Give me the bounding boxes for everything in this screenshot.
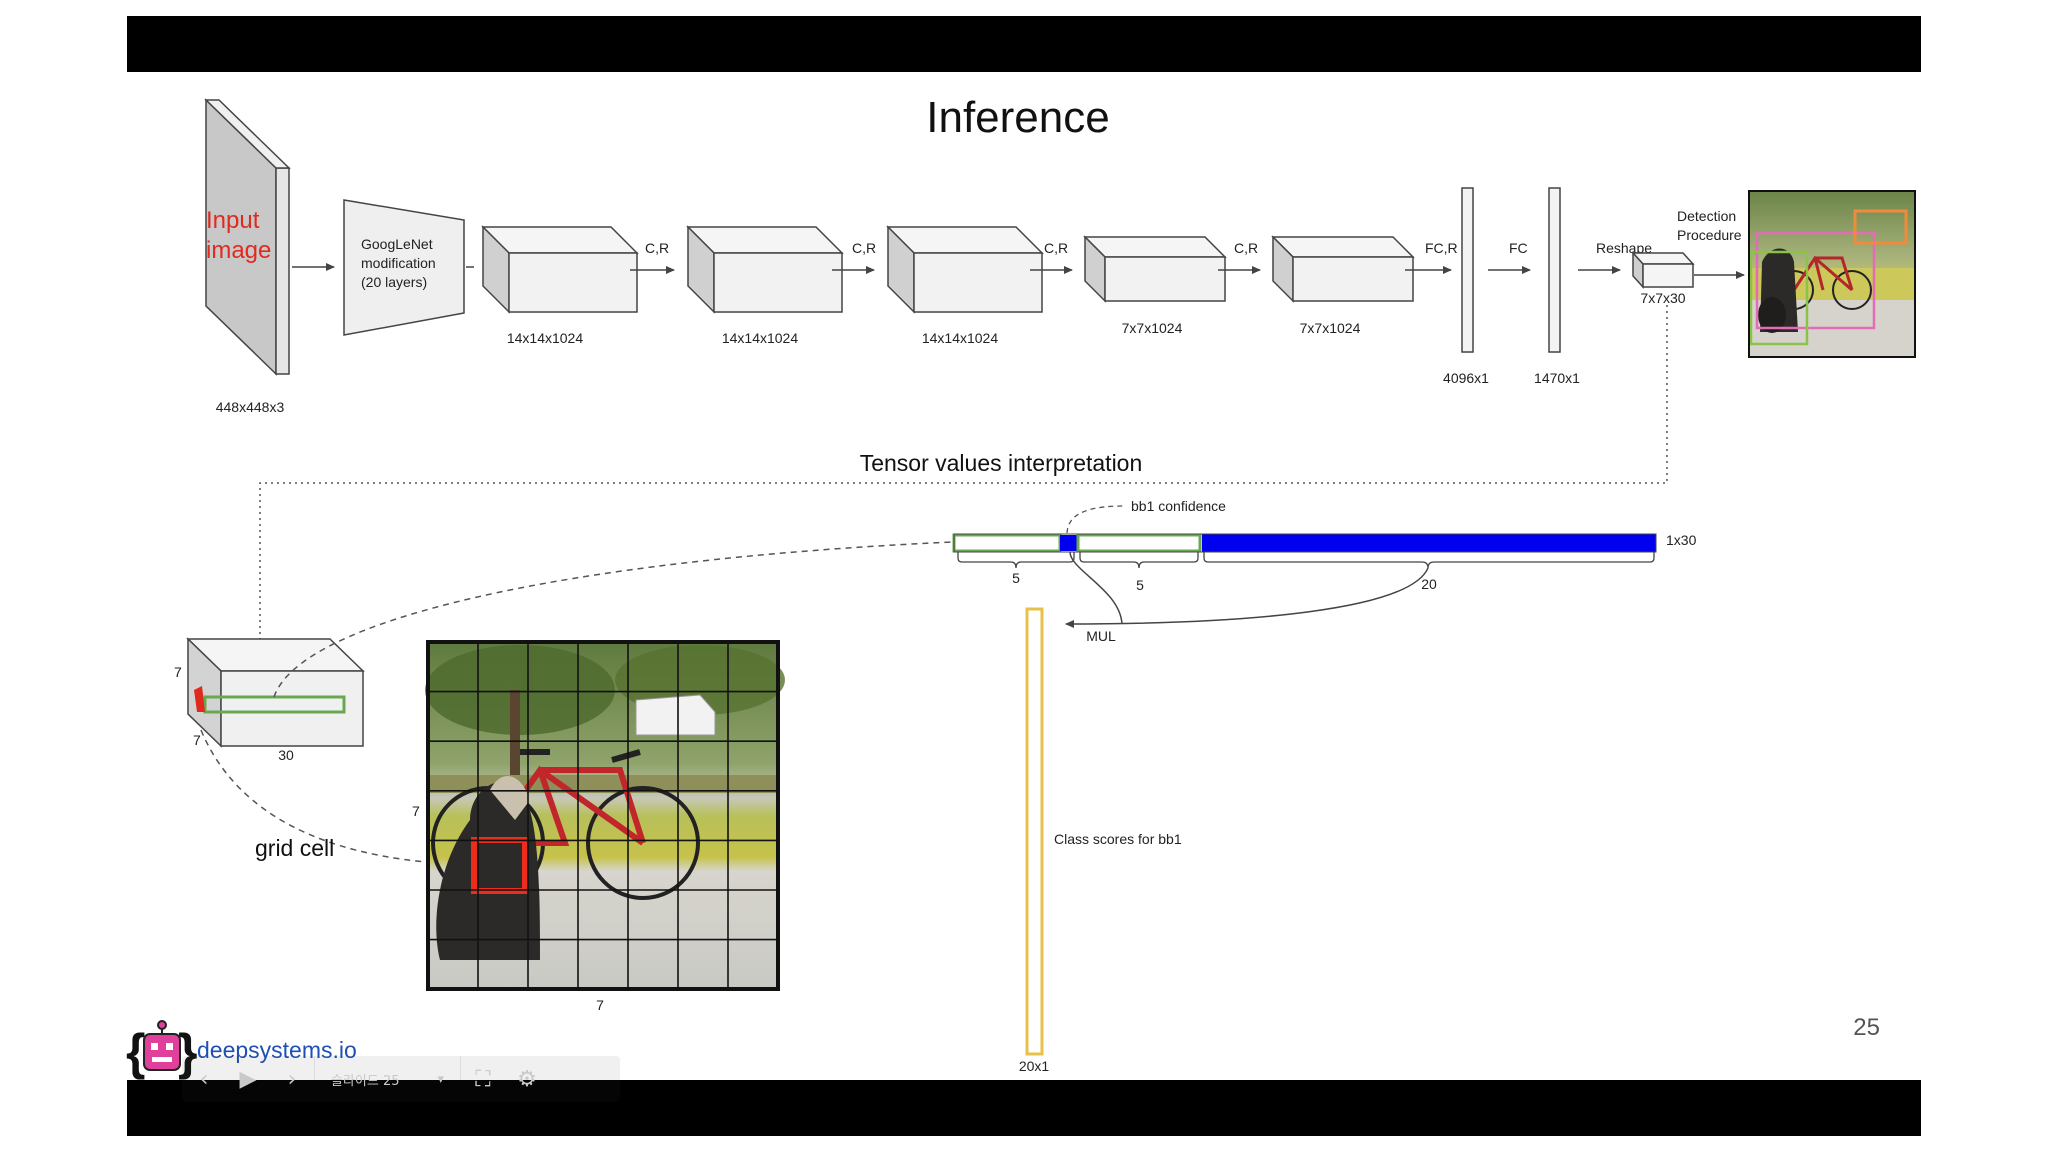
grid-label-7-left: 7 (412, 803, 420, 819)
class-scores-bar (1025, 607, 1044, 1056)
arrow-label: Reshape (1596, 240, 1652, 256)
gear-icon[interactable]: ⚙ (517, 1066, 537, 1092)
googlenet-line3: (20 layers) (361, 274, 427, 290)
arrow-label: C,R (852, 240, 876, 256)
fc1-bar (1461, 187, 1474, 353)
block-dim-label: 7x7x1024 (1300, 320, 1361, 336)
cube-label-7a: 7 (174, 664, 182, 680)
brace-5b (1079, 552, 1199, 569)
googlenet-line1: GoogLeNet (361, 236, 433, 252)
conv-block (1083, 235, 1227, 303)
play-icon[interactable]: ▶ (239, 1066, 257, 1092)
slide-player-controls: ‹ ▶ › 슬라이드 25 ▾ ⛶ ⚙ (182, 1056, 620, 1102)
arrow-label: FC (1509, 240, 1528, 256)
control-divider (314, 1056, 315, 1102)
slide-title: Inference (926, 93, 1109, 142)
block-dim-label: 14x14x1024 (922, 330, 999, 346)
input-dim: 448x448x3 (216, 399, 285, 415)
slide-select[interactable]: 슬라이드 25 ▾ (315, 1056, 460, 1102)
grid-label-7-bottom: 7 (596, 997, 604, 1013)
robot-logo-icon: { } (126, 1020, 197, 1080)
dashed-curve-vector (273, 541, 953, 698)
mul-curve-scores (1065, 567, 1429, 628)
arrow-label: C,R (1044, 240, 1068, 256)
fullscreen-icon[interactable]: ⛶ (475, 1066, 491, 1092)
previous-icon[interactable]: ‹ (199, 1066, 209, 1092)
mul-label: MUL (1086, 628, 1116, 644)
arrow-label: FC,R (1425, 240, 1458, 256)
next-icon[interactable]: › (287, 1066, 297, 1092)
letterbox-top (127, 16, 1921, 72)
conv-block (1271, 235, 1415, 303)
chevron-down-icon: ▾ (437, 1071, 444, 1087)
block-dim-label: 14x14x1024 (507, 330, 584, 346)
mul-curve-confidence (1069, 551, 1123, 625)
googlenet-line2: modification (361, 255, 436, 271)
seg-20-label: 20 (1421, 576, 1437, 592)
control-divider (460, 1056, 461, 1102)
input-label-line1: Input (206, 207, 260, 234)
class-dim: 20x1 (1019, 1058, 1050, 1074)
logo-text: deepsystems.io (197, 1037, 357, 1063)
seg-5a-label: 5 (1012, 570, 1020, 586)
output-tensor-block (1631, 251, 1695, 289)
svg-text:}: } (178, 1024, 197, 1080)
slide-select-label: 슬라이드 25 (331, 1073, 400, 1089)
detection-result-image (1748, 190, 1916, 358)
fc1-dim: 4096x1 (1443, 370, 1489, 386)
fc2-dim: 1470x1 (1534, 370, 1580, 386)
grid-photo (425, 640, 785, 991)
class-scores-label: Class scores for bb1 (1054, 831, 1182, 847)
block-dim-label: 7x7x1024 (1122, 320, 1183, 336)
seg-5b-label: 5 (1136, 577, 1144, 593)
conv-block (686, 225, 844, 314)
bb1-confidence-label: bb1 confidence (1131, 498, 1226, 514)
letterbox-bottom (127, 1080, 1921, 1136)
brace-5a (957, 552, 1075, 569)
vector-dim: 1x30 (1666, 532, 1697, 548)
conv-block (886, 225, 1044, 314)
fc2-bar (1548, 187, 1561, 353)
conv-block (481, 225, 639, 314)
bb1-confidence-pointer (1066, 505, 1125, 534)
svg-text:{: { (126, 1024, 145, 1080)
page-number: 25 (1853, 1014, 1880, 1041)
block-dim-label: 14x14x1024 (722, 330, 799, 346)
cube-label-30: 30 (278, 747, 294, 763)
tensor-vector (952, 533, 1657, 553)
arrow-label: C,R (645, 240, 669, 256)
output-dim: 7x7x30 (1640, 290, 1685, 306)
dotted-connector (259, 305, 1668, 640)
arrow-label: C,R (1234, 240, 1258, 256)
section-title: Tensor values interpretation (860, 450, 1143, 476)
grid-cell-label: grid cell (255, 835, 334, 861)
brace-20 (1203, 552, 1655, 569)
googlenet-block (343, 199, 465, 336)
detection-line2: Procedure (1677, 227, 1742, 243)
tensor-cube (186, 637, 365, 748)
input-image-slab (204, 98, 291, 376)
detection-line1: Detection (1677, 208, 1736, 224)
input-label-line2: image (206, 237, 271, 264)
cube-label-7b: 7 (193, 732, 201, 748)
